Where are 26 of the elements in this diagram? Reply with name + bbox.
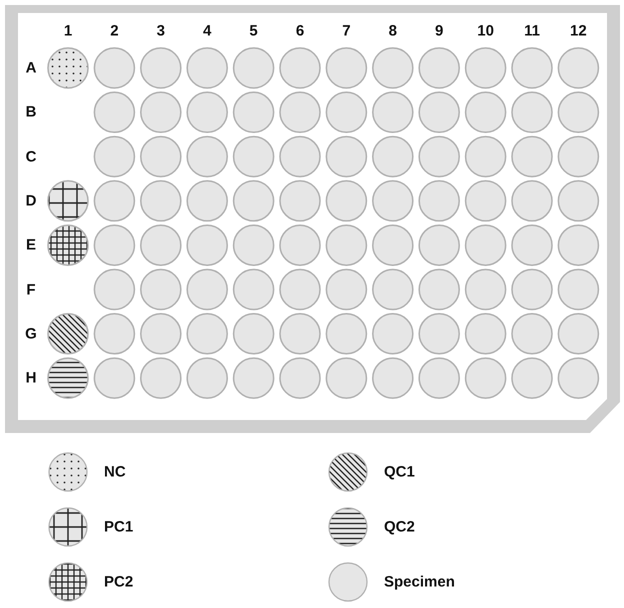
column-number: 6 bbox=[296, 24, 304, 38]
row-letter: B bbox=[26, 104, 36, 120]
column-number: 7 bbox=[342, 24, 351, 38]
legend-label: QC1 bbox=[384, 464, 415, 480]
column-number: 10 bbox=[477, 24, 494, 38]
legend-label: PC1 bbox=[104, 520, 134, 534]
row-letter: D bbox=[26, 193, 36, 208]
column-number: 4 bbox=[203, 24, 212, 38]
legend-label: PC2 bbox=[104, 574, 134, 590]
row-letter: E bbox=[26, 238, 36, 253]
legend-label: NC bbox=[104, 464, 126, 480]
column-number: 5 bbox=[249, 24, 258, 38]
row-letter: F bbox=[26, 282, 36, 297]
column-number: 1 bbox=[64, 24, 72, 38]
column-number: 11 bbox=[524, 24, 540, 38]
column-number: 8 bbox=[388, 24, 397, 38]
legend-label: QC2 bbox=[384, 520, 415, 534]
row-letter: G bbox=[25, 326, 37, 342]
row-letter: A bbox=[26, 60, 36, 76]
row-letter: H bbox=[26, 370, 36, 386]
row-letter: C bbox=[26, 149, 36, 164]
column-number: 9 bbox=[435, 24, 444, 38]
column-number: 2 bbox=[110, 24, 119, 38]
legend-label: Specimen bbox=[384, 574, 455, 590]
column-number: 3 bbox=[156, 24, 165, 38]
column-number: 12 bbox=[570, 24, 587, 38]
